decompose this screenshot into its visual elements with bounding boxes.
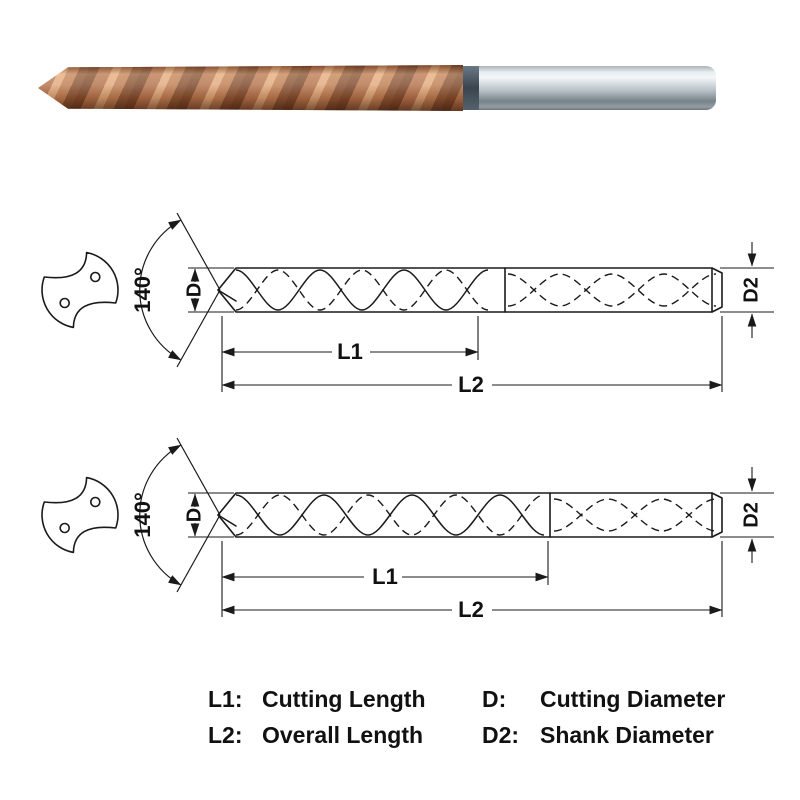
drill-flutes [38,65,463,111]
dim-d-1: D [183,267,234,313]
dim-l2-label: L2 [458,372,484,397]
dim-d2-2: D2 [720,467,774,563]
legend-d2-desc: Shank Diameter [540,722,714,748]
dim-d2-1: D2 [720,242,774,338]
legend: L1: Cutting Length D: Cutting Diameter L… [208,686,778,749]
drill-shank [479,66,716,110]
point-angle-label: 140° [130,492,155,538]
dim-l2-1: L2 [221,316,723,397]
dim-d-2: D [183,492,234,538]
flute-helix-solid [235,269,489,311]
legend-d-desc: Cutting Diameter [540,686,726,712]
dim-l2-2: L2 [221,541,723,622]
dim-d-label: D [183,283,205,297]
shank-coolant-hidden [553,498,717,532]
legend-l1-key: L1: [208,686,243,712]
coolant-hole-icon [90,271,101,283]
dim-d-label: D [183,508,205,522]
point-angle-1: 140° [130,212,221,368]
coolant-collar [463,66,479,110]
point-angle-label: 140° [130,267,155,313]
legend-d2-key: D2: [482,722,520,748]
dim-l1-label: L1 [337,339,363,364]
legend-l2-desc: Overall Length [262,722,424,748]
side-view-1 [217,267,723,313]
shank-coolant-hidden [507,273,717,307]
point-angle-2: 140° [130,437,221,593]
shank-coolant-hidden [507,273,717,307]
end-view-2 [41,476,119,554]
legend-d-key: D: [482,686,507,712]
dim-l2-label: L2 [458,597,484,622]
coolant-hole-icon [59,297,70,309]
drill-photo [38,64,716,112]
legend-l1-desc: Cutting Length [262,686,426,712]
dim-l1-1: L1 [221,316,479,392]
drill-diagram-2: 140° D [41,437,774,622]
coolant-hole-icon [59,522,70,534]
flute-helix-hidden [235,269,489,311]
end-view-1 [41,251,119,329]
legend-l2-key: L2: [208,722,243,748]
flute-helix-hidden [235,494,545,536]
coolant-hole-icon [90,496,101,508]
dim-l1-2: L1 [221,541,549,617]
drill-diagram-1: 140° D [41,212,774,397]
dim-l1-label: L1 [372,564,398,589]
dim-d2-label: D2 [740,502,762,528]
dim-d2-label: D2 [740,277,762,303]
side-view-2 [217,492,723,538]
